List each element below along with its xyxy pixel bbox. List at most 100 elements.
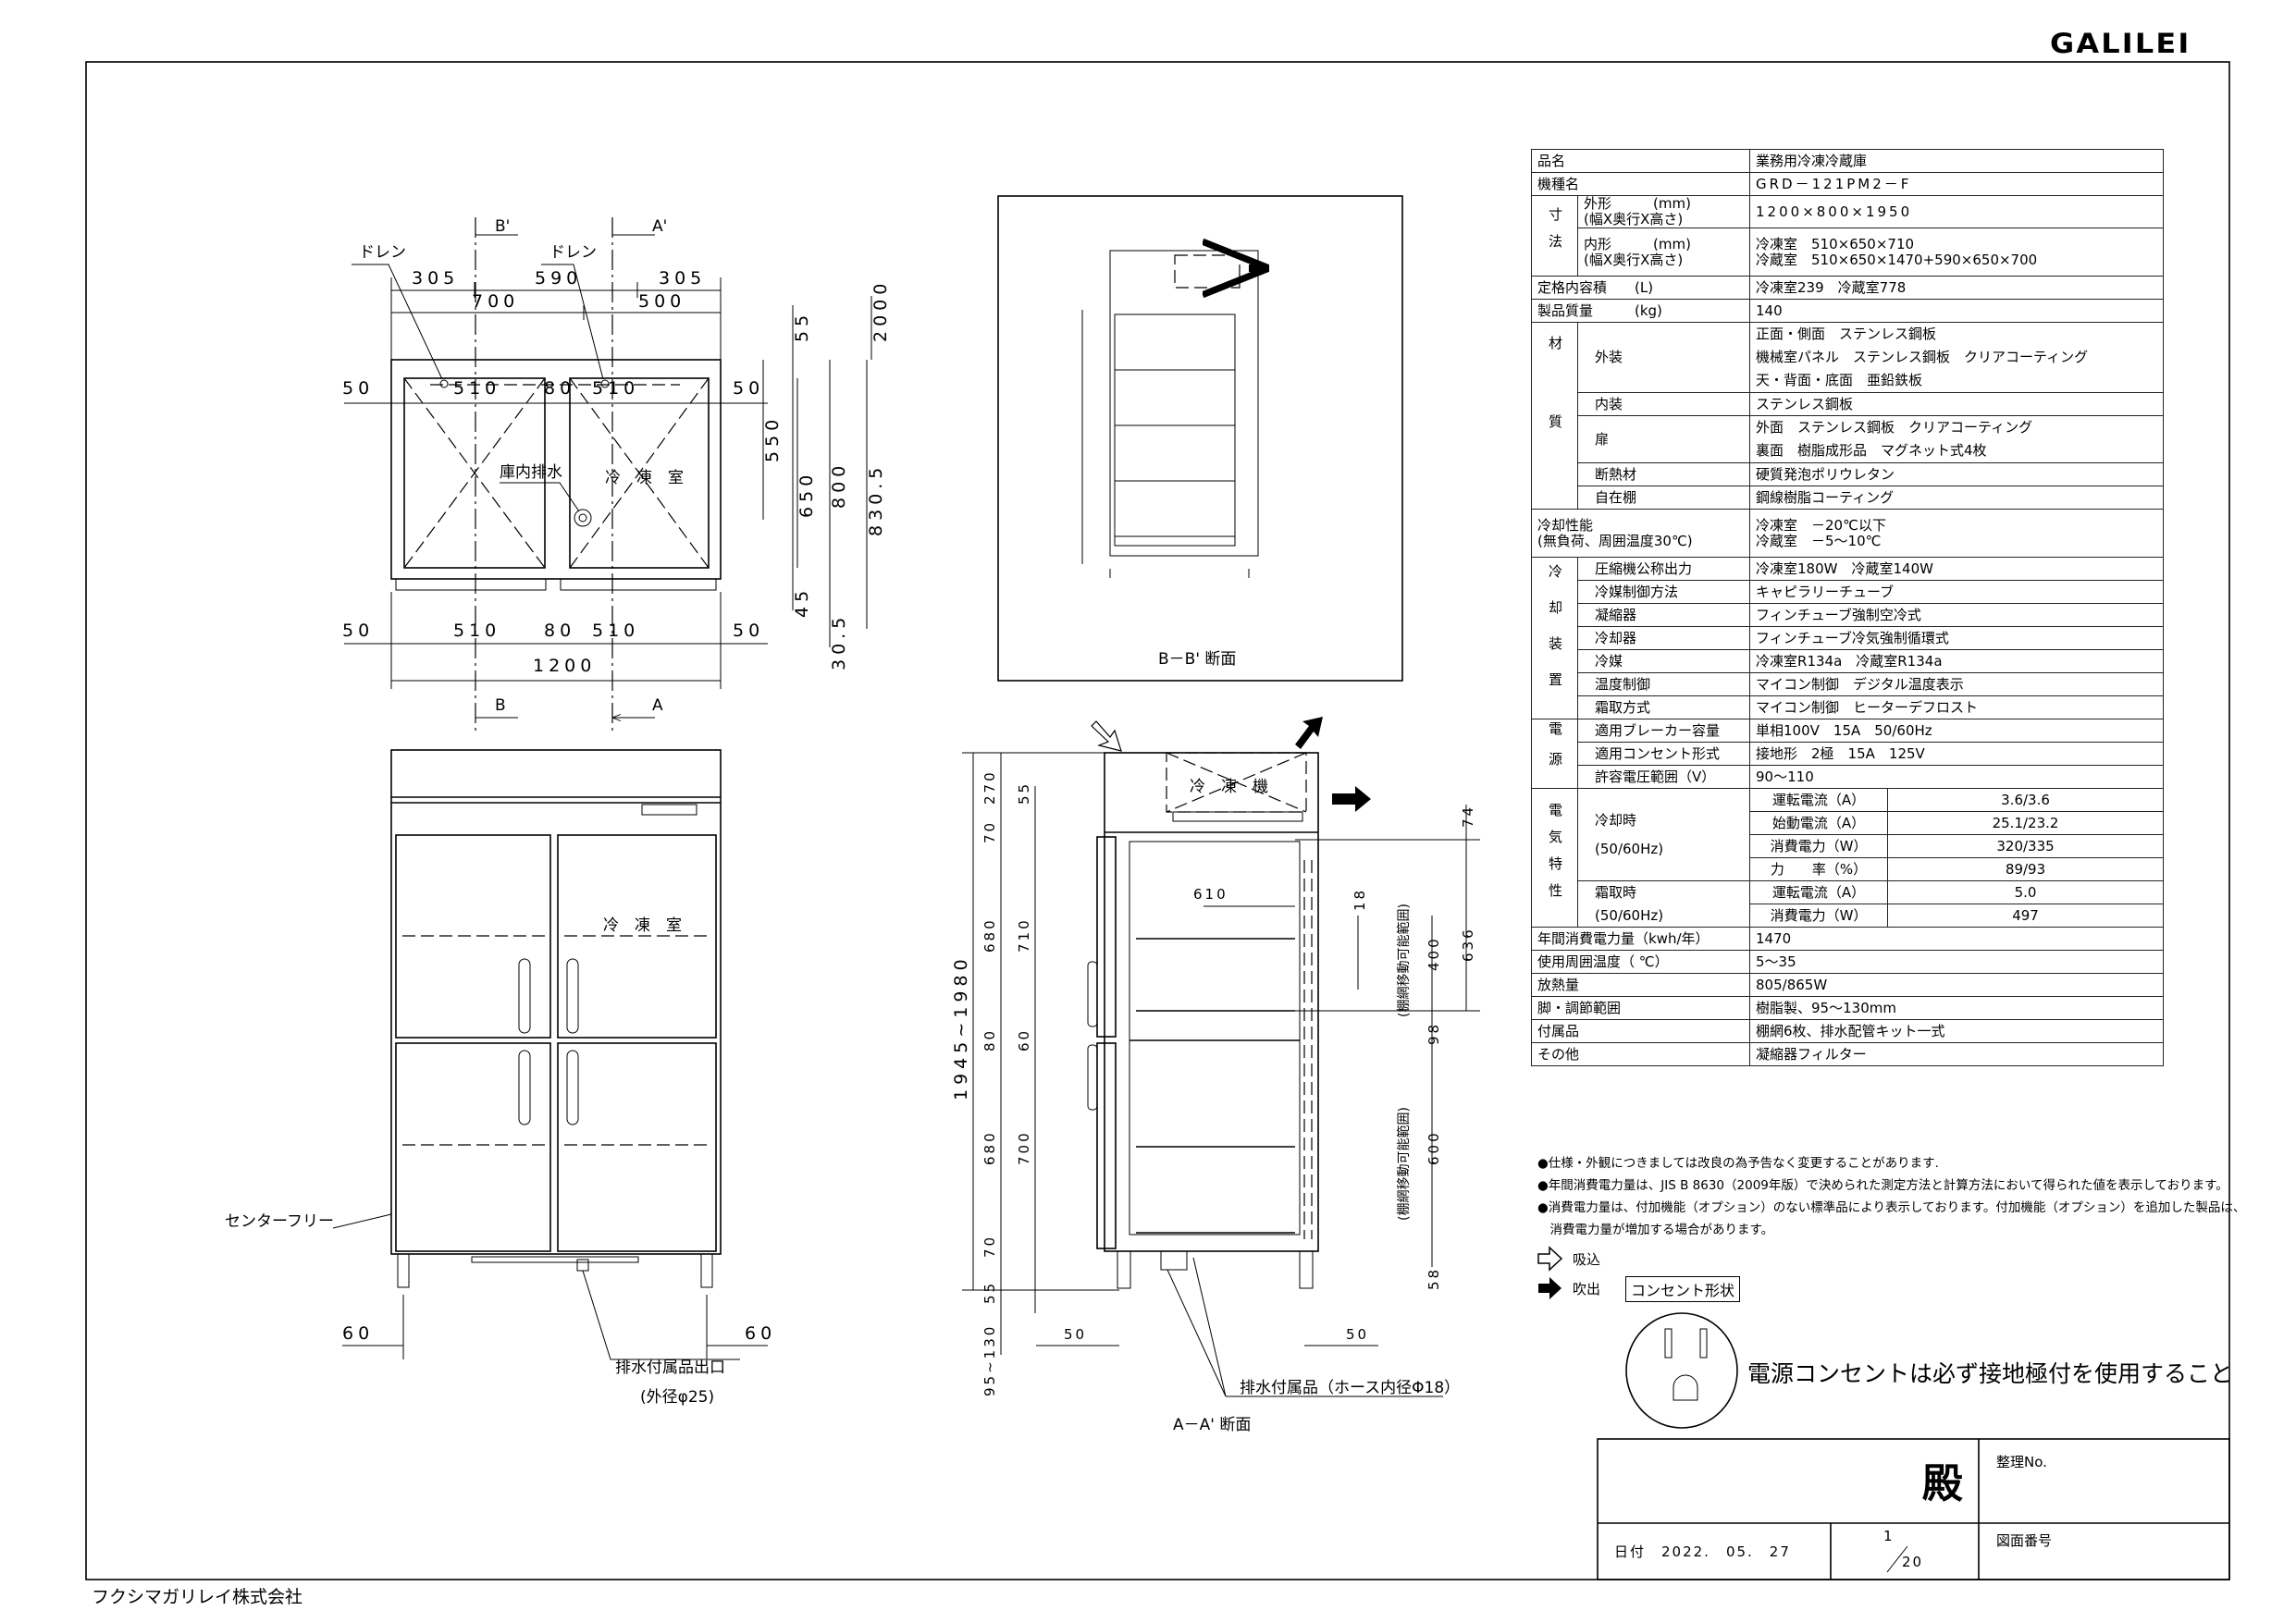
row-power: 電源適用ブレーカー容量単相100V 15A 50/60Hz — [1531, 719, 2165, 789]
label: 冷凍室239 冷蔵室778 — [1749, 276, 2165, 300]
dim-right-650: 650 — [796, 471, 817, 518]
table-cell: 冷却時(50/60Hz) — [1576, 788, 1751, 881]
row-electrical: 電気特性 冷却時(50/60Hz) 運転電流（A）3.6/3.6 — [1531, 788, 2165, 928]
center-free-label: センターフリー — [225, 1212, 334, 1231]
label: 始動電流（A） — [1749, 811, 1889, 835]
door-handles — [518, 958, 579, 1125]
leg-offset-right: 60 — [745, 1323, 776, 1344]
section-aa: 冷 凍 機 1945~1980 270 70 680 80 680 70 55 … — [951, 717, 1480, 1434]
label: 70 — [981, 1235, 998, 1258]
table-cell: 寸法 — [1531, 195, 1578, 277]
exhaust-arrow-right-icon — [1332, 786, 1371, 812]
label: 棚網6枚、排水配管キット一式 — [1749, 1019, 2165, 1043]
internal-drain-label: 庫内排水 — [500, 463, 562, 482]
label: 5.0 — [1887, 880, 2165, 904]
label: 805/865W — [1749, 973, 2165, 997]
label: 70 — [981, 820, 998, 843]
row-ambient-temp: 使用周囲温度（ ℃）5～35 — [1530, 950, 2165, 974]
label: 扉 — [1576, 415, 1751, 463]
label: 冷媒制御方法 — [1576, 580, 1751, 604]
label: 90～110 — [1749, 765, 2165, 789]
drain-accessory-label: 排水付属品（ホース内径Φ18） — [1240, 1379, 1460, 1397]
label: その他 — [1530, 1042, 1751, 1066]
label: 硬質発泡ポリウレタン — [1749, 462, 2165, 486]
row-other: その他凝縮器フィルター — [1530, 1042, 2165, 1066]
row-electrical: 霜取時(50/60Hz) 運転電流（A）5.0 — [1532, 880, 2165, 928]
leg-offset-left: 60 — [342, 1323, 374, 1344]
label: 付属品 — [1530, 1019, 1751, 1043]
label: 機種名 — [1530, 172, 1751, 196]
label: 600 — [1426, 1130, 1442, 1165]
outlet-shape-icon — [1625, 1312, 1738, 1429]
label: フィンチューブ強制空冷式 — [1749, 603, 2165, 627]
label: 冷却時 — [1595, 811, 1637, 829]
label: 50 — [733, 378, 764, 399]
front-freezer-label: 冷 凍 室 — [603, 916, 682, 935]
drain-label-right: ドレン — [549, 243, 597, 262]
label: (50/60Hz) — [1595, 906, 1664, 924]
table-cell: 冷却性能(無負荷、周囲温度30℃) — [1530, 509, 1751, 558]
drain-outlet-label: 排水付属品出口 — [615, 1359, 725, 1377]
label: 320/335 — [1887, 834, 2165, 858]
table-cell: 外面 ステンレス鋼板 クリアコーティング裏面 樹脂成形品 マグネット式4枚 — [1749, 415, 2165, 463]
label: 圧縮機公称出力 — [1576, 557, 1751, 581]
dim-right-45: 45 — [792, 586, 812, 618]
legend-exhaust-label: 吹出 — [1573, 1281, 1601, 1297]
label: (幅X奥行X高さ) — [1584, 251, 1684, 268]
row-cooling-unit: 冷却器フィンチューブ冷気強制循環式 — [1532, 626, 2165, 650]
label: 冷媒 — [1576, 649, 1751, 673]
drain-outlet-sub: (外径φ25) — [640, 1388, 714, 1407]
label: 温度制御 — [1576, 672, 1751, 696]
dim-foot-left: 50 — [1064, 1326, 1087, 1343]
label: 冷却器 — [1576, 626, 1751, 650]
label: 接地形 2極 15A 125V — [1749, 742, 2165, 766]
outlet-warning: 電源コンセントは必ず接地極付を使用すること — [1747, 1360, 2234, 1387]
label: 正面・側面 ステンレス鋼板 — [1756, 326, 1937, 342]
label: 消費電力（W） — [1749, 904, 1889, 928]
label: 裏面 樹脂成形品 マグネット式4枚 — [1756, 442, 1987, 459]
label: 樹脂製、95～130mm — [1749, 996, 2165, 1020]
label: 400 — [1426, 936, 1442, 971]
plan-view: B' A' B A ドレン ドレン 庫内排水 冷 凍 室 305 590 305… — [342, 217, 891, 731]
row-insulation: 断熱材硬質発泡ポリウレタン — [1532, 462, 2165, 486]
dims-bottom-row: 50 510 80 510 50 — [342, 621, 759, 641]
label: 18 — [1352, 888, 1368, 911]
shelf-range-lower: (棚網移動可能範囲) — [1396, 1107, 1412, 1221]
table-cell: 冷却装置 — [1531, 557, 1578, 719]
label: 140 — [1749, 299, 2165, 323]
row-exterior: 材質 外装 正面・側面 ステンレス鋼板機械室パネル ステンレス鋼板 クリアコーテ… — [1531, 322, 2165, 510]
dim-depth: 610 — [1193, 886, 1228, 903]
label: 95~130 — [981, 1324, 998, 1396]
dim-right-830: 830.5 — [866, 463, 886, 536]
label: 電源 — [1547, 721, 1563, 782]
table-cell: 電気特性 — [1531, 788, 1578, 928]
label: 497 — [1887, 904, 2165, 928]
label: ステンレス鋼板 — [1749, 392, 2165, 416]
dim-width: 1200 — [533, 656, 596, 676]
label: 電気特性 — [1547, 802, 1563, 910]
dim-right-55: 55 — [792, 311, 812, 342]
row-weight: 製品質量 (kg)140 — [1530, 299, 2165, 323]
row-cooling-unit: 凝縮器フィンチューブ強制空冷式 — [1532, 603, 2165, 627]
section-bb-title: B－B' 断面 — [1158, 650, 1236, 669]
date: 日付 2022. 05. 27 — [1614, 1543, 1791, 1560]
label: 定格内容積 (L) — [1530, 276, 1751, 300]
label: キャピラリーチューブ — [1749, 580, 2165, 604]
table-cell: 電源 — [1531, 719, 1578, 789]
label: 80 — [544, 378, 575, 399]
label: 510 — [592, 621, 639, 641]
section-a-label: A — [652, 696, 663, 715]
row-cooling-unit: 冷媒冷凍室R134a 冷蔵室R134a — [1532, 649, 2165, 673]
label: (無負荷、周囲温度30℃) — [1537, 532, 1693, 549]
row-door: 扉外面 ステンレス鋼板 クリアコーティング裏面 樹脂成形品 マグネット式4枚 — [1532, 415, 2165, 463]
label: マイコン制御 デジタル温度表示 — [1749, 672, 2165, 696]
company-name: フクシマガリレイ株式会社 — [92, 1587, 303, 1607]
dims-inner-row: 50 510 80 510 50 — [342, 378, 764, 399]
label: 98 — [1426, 1022, 1442, 1045]
label: 凝縮器 — [1576, 603, 1751, 627]
dim-top-1: 305 — [412, 268, 459, 289]
drawing-no-label: 図面番号 — [1996, 1532, 2053, 1549]
label: 58 — [1426, 1267, 1442, 1290]
